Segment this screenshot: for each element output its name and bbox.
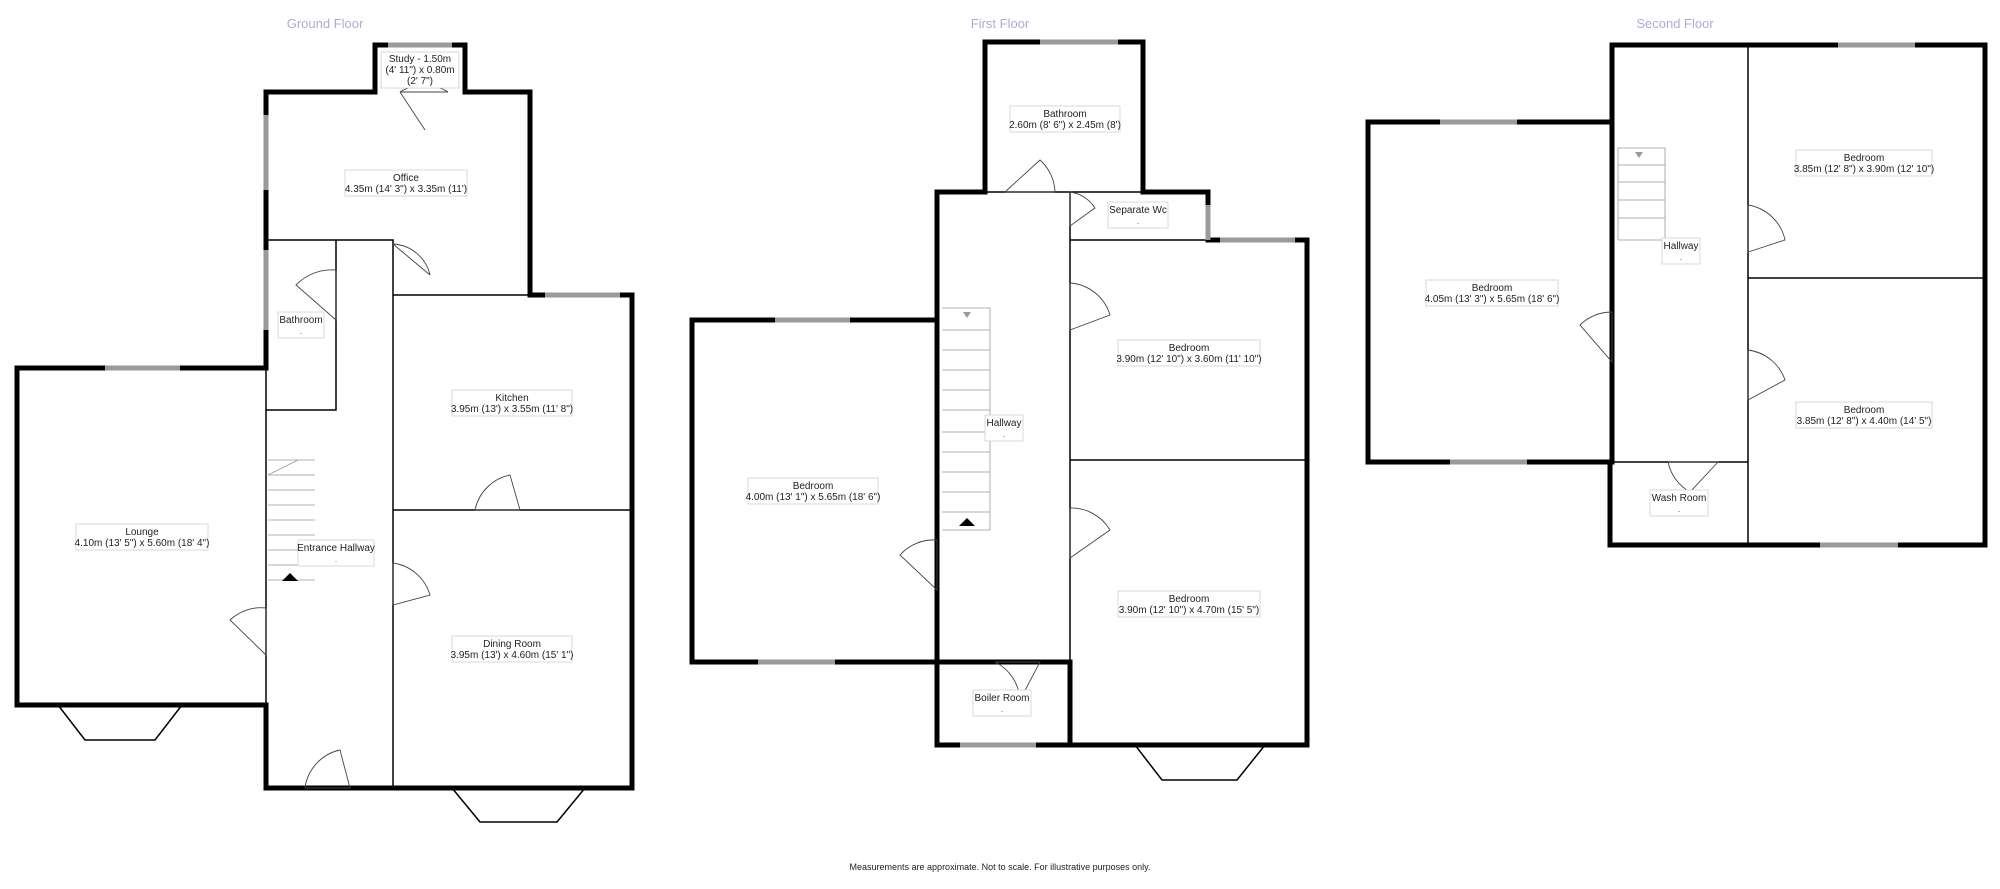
first-bedroom-right-door: [1069, 282, 1111, 331]
room-dims: 3.95m (13') x 4.60m (15' 1"): [451, 650, 574, 661]
second-hallway-label: Hallway .: [1661, 237, 1701, 265]
second-wash-room-door: [1667, 461, 1720, 493]
room-name: Wash Room: [1652, 493, 1707, 504]
room-dims-line-2: (2' 7"): [407, 76, 433, 87]
ground-entrance-hallway-label: Entrance Hallway .: [297, 539, 375, 567]
room-name: Lounge: [125, 527, 159, 538]
first-bedroom-rear-door: [1069, 507, 1111, 559]
first-hallway-label: Hallway .: [984, 414, 1024, 442]
second-floor-plan: [1365, 42, 1988, 548]
room-dims: 4.10m (13' 5") x 5.60m (18' 4"): [75, 538, 210, 549]
ground-front-door: [304, 749, 351, 789]
room-name: Bathroom: [1043, 109, 1086, 120]
ground-staircase: [267, 459, 315, 581]
room-dims: 3.85m (12' 8") x 4.40m (14' 5"): [1797, 416, 1932, 427]
ground-floor-plan: [14, 42, 635, 823]
ground-dining-room-label: Dining Room 3.95m (13') x 4.60m (15' 1"): [451, 635, 574, 663]
second-bedroom-bottom-right-door: [1747, 349, 1786, 401]
room-name: Kitchen: [495, 393, 528, 404]
first-bedroom-rear-right-label: Bedroom 3.90m (12' 10") x 4.70m (15' 5"): [1117, 590, 1261, 618]
first-bathroom-door: [1004, 159, 1056, 193]
ground-lounge-bay-window: [57, 704, 183, 741]
disclaimer-note: Measurements are approximate. Not to sca…: [850, 862, 1151, 872]
first-wc-door: [1069, 191, 1096, 227]
room-name: Bedroom: [1169, 594, 1210, 605]
second-floor-title: Second Floor: [1636, 16, 1714, 31]
room-dims: 3.85m (12' 8") x 3.90m (12' 10"): [1794, 164, 1934, 175]
ground-floor-title: Ground Floor: [287, 16, 364, 31]
room-dims: .: [1678, 504, 1681, 514]
ground-study-label: Study - 1.50m (4' 11") x 0.80m (2' 7"): [380, 51, 460, 89]
first-stairs-down-icon: [963, 312, 971, 318]
room-name: Boiler Room: [974, 693, 1029, 704]
second-bedroom-top-right-label: Bedroom 3.85m (12' 8") x 3.90m (12' 10"): [1794, 149, 1934, 177]
room-dims: 2.60m (8' 6") x 2.45m (8'): [1009, 120, 1121, 131]
room-dims: .: [1680, 252, 1683, 262]
first-outer-wall: [934, 39, 1310, 748]
room-name: Bedroom: [1169, 343, 1210, 354]
ground-study-door: [399, 84, 449, 131]
first-floor-plan: [689, 39, 1310, 781]
room-dims: 3.95m (13') x 3.55m (11' 8"): [451, 404, 573, 415]
second-bedroom-top-right-door: [1747, 204, 1786, 253]
room-dims: .: [1001, 704, 1004, 714]
room-name: Bedroom: [1844, 405, 1885, 416]
room-name: Bedroom: [1472, 283, 1513, 294]
room-name: Separate Wc: [1109, 205, 1167, 216]
ground-interior-wall: [265, 239, 632, 788]
ground-kitchen-door: [474, 474, 521, 511]
room-dims: 4.35m (14' 3") x 3.35m (11'): [345, 184, 467, 195]
first-bedroom-front-right-label: Bedroom 3.90m (12' 10") x 3.60m (11' 10"…: [1116, 339, 1262, 367]
room-dims: (4' 11") x 0.80m: [385, 65, 454, 76]
ground-dining-door: [392, 562, 431, 606]
first-boiler-room-label: Boiler Room .: [972, 689, 1032, 717]
room-name: Hallway: [1663, 241, 1698, 252]
room-dims: .: [1003, 429, 1006, 439]
room-name: Office: [393, 173, 419, 184]
room-name: Entrance Hallway: [297, 543, 375, 554]
room-dims: 3.90m (12' 10") x 4.70m (15' 5"): [1119, 605, 1259, 616]
room-name: Study - 1.50m: [389, 54, 451, 65]
first-separate-wc-label: Separate Wc .: [1107, 201, 1169, 229]
ground-kitchen-label: Kitchen 3.95m (13') x 3.55m (11' 8"): [451, 389, 573, 417]
second-bedroom-bottom-right-label: Bedroom 3.85m (12' 8") x 4.40m (14' 5"): [1795, 401, 1933, 429]
room-name: Hallway: [986, 418, 1021, 429]
second-bedroom-left-door: [1579, 311, 1613, 364]
ground-office-door: [392, 243, 431, 276]
ground-lounge-label: Lounge 4.10m (13' 5") x 5.60m (18' 4"): [75, 523, 210, 551]
ground-stairs-arrow-icon: [282, 573, 298, 581]
second-stairs-down-icon: [1635, 152, 1643, 158]
room-dims: 4.00m (13' 1") x 5.65m (18' 6"): [746, 492, 881, 503]
ground-bathroom-door: [295, 269, 337, 321]
first-bedroom-left-door: [899, 539, 938, 592]
room-name: Bedroom: [793, 481, 834, 492]
room-dims: .: [1137, 216, 1140, 226]
first-stairs-up-icon: [959, 518, 975, 526]
room-dims: .: [335, 554, 338, 564]
second-interior-wall: [1612, 45, 1985, 545]
room-dims: .: [300, 326, 303, 336]
ground-lounge-door: [229, 607, 267, 657]
room-name: Dining Room: [483, 639, 541, 650]
first-bay-window: [1134, 744, 1266, 781]
first-staircase: [942, 307, 991, 531]
room-dims: 3.90m (12' 10") x 3.60m (11' 10"): [1116, 354, 1261, 365]
ground-outer-wall: [14, 42, 635, 791]
ground-office-label: Office 4.35m (14' 3") x 3.35m (11'): [344, 169, 468, 197]
second-bedroom-left-label: Bedroom 4.05m (13' 3") x 5.65m (18' 6"): [1425, 279, 1560, 307]
room-dims: 4.05m (13' 3") x 5.65m (18' 6"): [1425, 294, 1560, 305]
first-bathroom-label: Bathroom 2.60m (8' 6") x 2.45m (8'): [1009, 105, 1121, 133]
ground-bathroom-label: Bathroom .: [277, 311, 325, 339]
room-name: Bathroom: [279, 315, 322, 326]
first-floor-title: First Floor: [971, 16, 1030, 31]
second-wash-room-label: Wash Room .: [1649, 489, 1709, 517]
second-staircase: [1617, 147, 1666, 241]
first-bedroom-left-label: Bedroom 4.00m (13' 1") x 5.65m (18' 6"): [746, 477, 881, 505]
ground-dining-bay-window: [451, 787, 586, 823]
room-name: Bedroom: [1844, 153, 1885, 164]
